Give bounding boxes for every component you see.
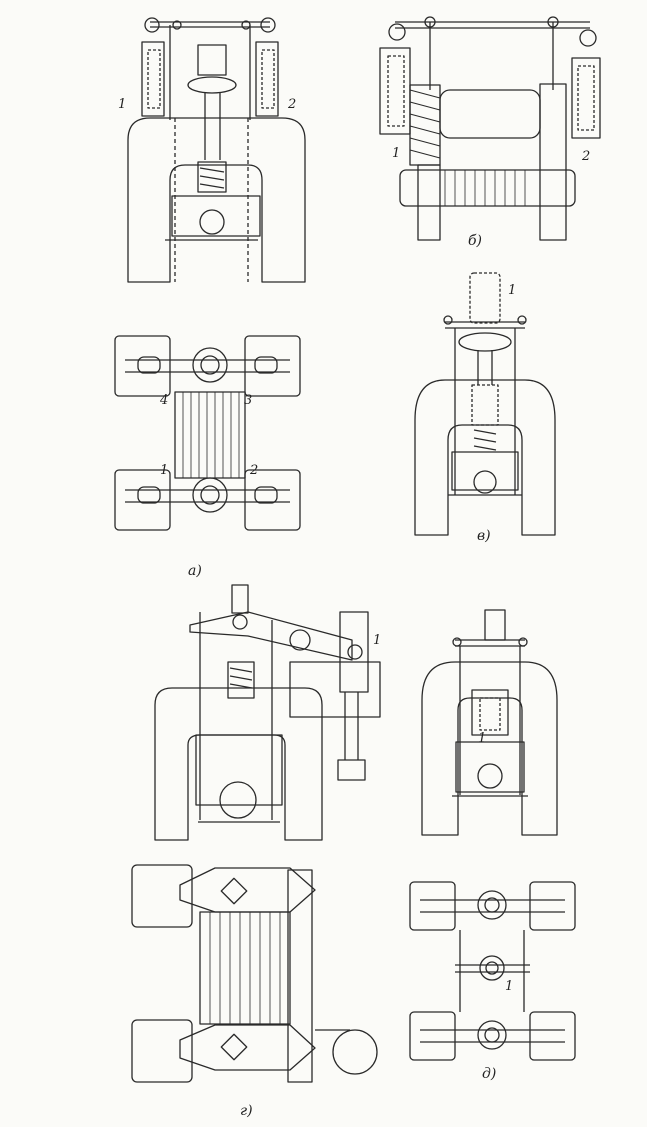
panel-v-front-view: [414, 272, 556, 536]
panel-b-side-view: [379, 16, 601, 241]
panel-a-caption: a): [188, 563, 202, 579]
panel-d-plan-view: [409, 881, 576, 1061]
panel-b-label-2: 2: [581, 149, 590, 164]
panel-g-caption: г): [240, 1103, 253, 1119]
panel-a-label-2: 2: [287, 97, 296, 112]
panel-g-front-view: [154, 584, 381, 841]
panel-b-label-1: 1: [392, 146, 400, 161]
panel-a-label-1b: 1: [160, 463, 168, 478]
panel-a-front-view: [127, 17, 306, 283]
panel-a-plan-view: [114, 335, 301, 531]
panel-d-label-1b: 1: [505, 979, 513, 994]
panel-a-label-1: 1: [118, 97, 126, 112]
panel-a-label-4: 4: [159, 393, 168, 408]
panel-d-label-1: 1: [478, 731, 486, 746]
panel-v-label-1: 1: [508, 283, 516, 298]
panel-v-caption: в): [477, 528, 491, 544]
panel-g-plan-view: [131, 864, 378, 1083]
panel-d-caption: д): [482, 1066, 496, 1082]
panel-g-label-1: 1: [373, 633, 381, 648]
panel-d-front-view: [421, 609, 558, 836]
panel-a-label-3: 3: [244, 393, 252, 408]
panel-b-caption: б): [468, 233, 482, 249]
panel-a-label-2b: 2: [249, 463, 258, 478]
